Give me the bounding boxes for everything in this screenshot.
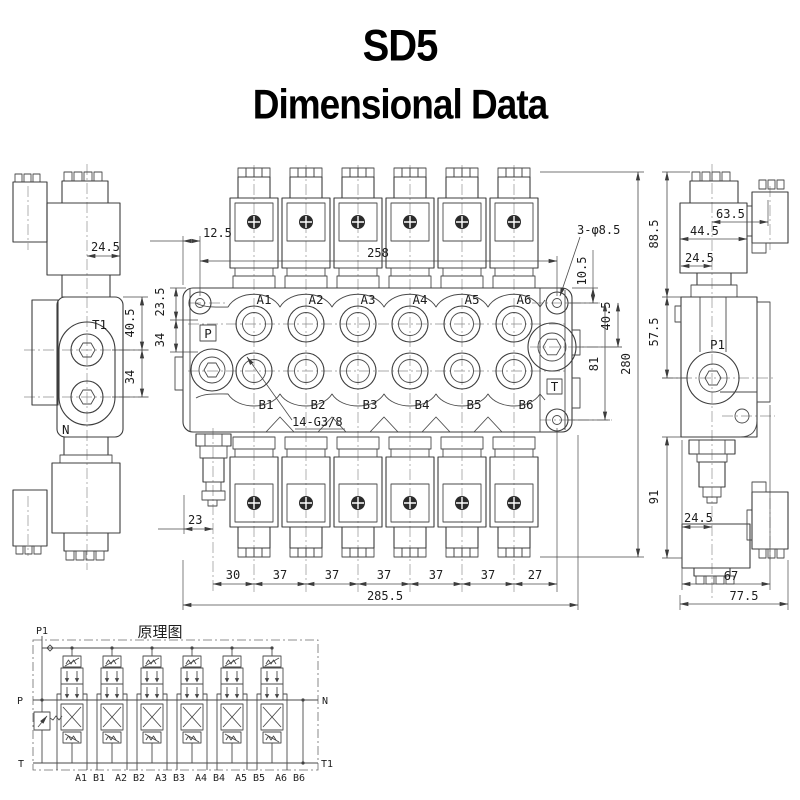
port-label-p1: P1: [710, 337, 725, 352]
port-label-b5: B5: [466, 397, 481, 412]
schematic-ports-2: A2 B2: [115, 773, 145, 784]
port-label-n: N: [62, 422, 70, 437]
dim-height-total: 280: [619, 353, 633, 375]
dim-v2: 91: [647, 490, 661, 504]
ports-b: [235, 352, 533, 390]
dim-port-spacing: 34: [123, 370, 137, 384]
dim-pitch-5: 37: [429, 568, 443, 582]
left-side-view: T1 N 24.5 40.5 34: [12, 164, 150, 570]
schematic-label-p: P: [17, 696, 23, 707]
dim-width-total: 285.5: [367, 589, 403, 603]
dim-pitch-3: 37: [325, 568, 339, 582]
port-label-a3: A3: [360, 292, 375, 307]
dim-pitch-7: 27: [528, 568, 542, 582]
dim-w5: 67: [724, 569, 738, 583]
schematic-ports-3: A3 B3: [155, 773, 185, 784]
schematic-ports-5: A5 B5: [235, 773, 265, 784]
port-label-b1: B1: [258, 397, 273, 412]
port-label-a1: A1: [256, 292, 271, 307]
dim-holes-span: 258: [367, 246, 389, 260]
dim-w3: 24.5: [685, 251, 714, 265]
dim-edge-offset: 12.5: [203, 226, 232, 240]
port-label-b4: B4: [414, 397, 429, 412]
dim-right-top: 10.5: [575, 257, 589, 286]
hydraulic-schematic: 原理图 P1 P N T T1 A1 B1 A2: [17, 623, 333, 784]
dim-relief: 23: [188, 513, 202, 527]
note-thread: 14-G3/8: [292, 415, 343, 429]
dim-pitch-4: 37: [377, 568, 391, 582]
port-label-b6: B6: [518, 397, 533, 412]
port-label-t: T: [551, 379, 559, 394]
relief-screw: [195, 433, 232, 507]
dim-right-lower: 81: [587, 357, 601, 371]
port-label-b2: B2: [310, 397, 325, 412]
port-label-t1: T1: [92, 317, 107, 332]
dim-v1: 57.5: [647, 318, 661, 347]
note-holes: 3-φ8.5: [577, 223, 620, 237]
port-label-a4: A4: [412, 292, 427, 307]
schematic-label-t: T: [18, 759, 24, 770]
dim-pitch-6: 37: [481, 568, 495, 582]
schematic-ports-6: A6 B6: [275, 773, 305, 784]
port-label-p: P: [204, 326, 212, 341]
front-view: A1 A2 A3 A4 A5 A6 B1 B2 B3 B4 B5 B6 P T …: [150, 165, 644, 610]
dim-w2: 44.5: [690, 224, 719, 238]
page-subtitle: Dimensional Data: [252, 81, 548, 128]
dim-port-offset: 40.5: [123, 309, 137, 338]
schematic-ports-1: A1 B1: [75, 773, 105, 784]
schematic-label-n: N: [322, 696, 328, 707]
dim-w1: 63.5: [716, 207, 745, 221]
port-label-a6: A6: [516, 292, 531, 307]
dim-height-top: 88.5: [647, 220, 661, 249]
dim-coil-half: 24.5: [91, 240, 120, 254]
page-title: SD5: [362, 21, 439, 71]
port-label-a2: A2: [308, 292, 323, 307]
right-side-view: P1 88.5 57.5 63.5 44.5 24.5 91 24.5 67: [647, 164, 789, 610]
schematic-label-t1: T1: [321, 759, 333, 770]
schematic-label-p1: P1: [36, 626, 48, 637]
dim-right-upper: 40.5: [599, 302, 613, 331]
dim-left-mid: 34: [153, 333, 167, 347]
schematic-ports-4: A4 B4: [195, 773, 225, 784]
dim-pitch-1: 30: [226, 568, 240, 582]
dim-w6: 77.5: [730, 589, 759, 603]
port-label-a5: A5: [464, 292, 479, 307]
schematic-title: 原理图: [137, 623, 182, 641]
dim-left-top: 23.5: [153, 288, 167, 317]
port-label-b3: B3: [362, 397, 377, 412]
dim-pitch-2: 37: [273, 568, 287, 582]
dim-w4: 24.5: [684, 511, 713, 525]
ports-a: [235, 305, 533, 343]
